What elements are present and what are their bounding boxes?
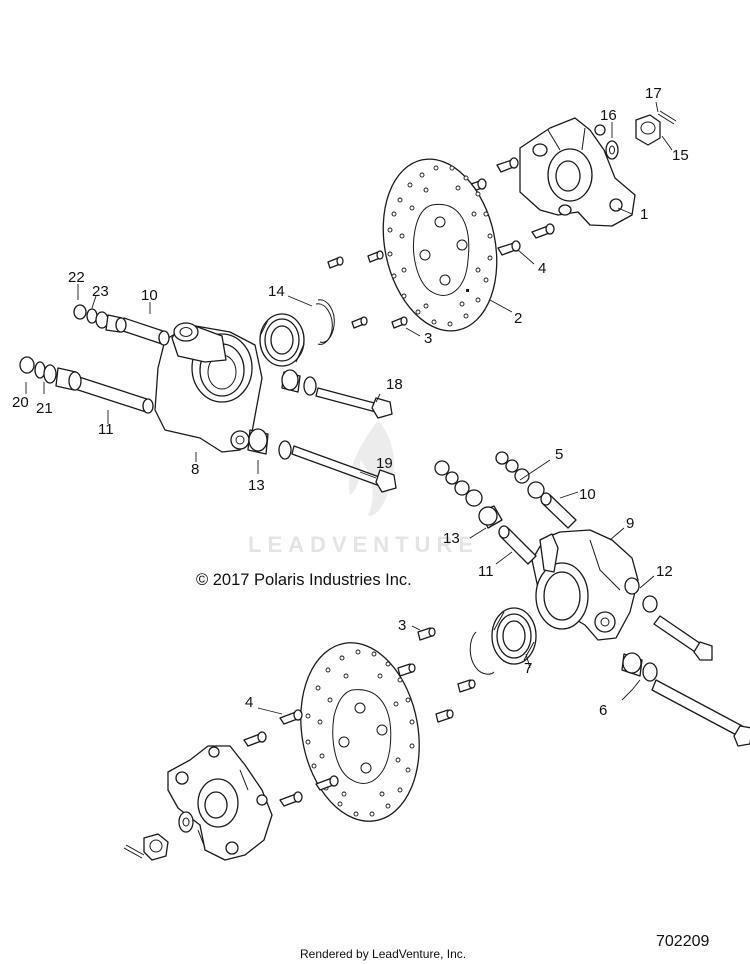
callout-labels: 1 2 3 3 4 4 5 6 7 8 9 10 10 11 11 12 13 … <box>12 85 689 719</box>
callout-11-upper: 11 <box>98 421 114 438</box>
wheel-bearing-lower[interactable] <box>491 607 537 665</box>
callout-3-upper: 3 <box>424 330 432 347</box>
callout-2: 2 <box>514 310 522 327</box>
retaining-ring-upper[interactable] <box>315 299 335 345</box>
copyright-notice: © 2017 Polaris Industries Inc. <box>196 571 412 589</box>
bolt-lower-right-b[interactable] <box>651 679 750 747</box>
callout-15: 15 <box>672 147 689 164</box>
watermark-text: LEADVENTURE <box>248 532 479 557</box>
tube-11-lower[interactable] <box>498 525 537 565</box>
callout-6: 6 <box>599 702 607 719</box>
cotter-pin-lower[interactable] <box>123 844 145 859</box>
callout-19: 19 <box>376 455 393 472</box>
callout-8: 8 <box>191 461 199 478</box>
spacers-upper-front[interactable] <box>73 304 127 333</box>
tube-11-upper[interactable] <box>71 375 154 414</box>
bolt-18[interactable] <box>315 387 393 419</box>
spacers-lower-knuckle[interactable] <box>434 451 545 529</box>
callout-17: 17 <box>645 85 662 102</box>
disc-bolts-lower[interactable] <box>397 627 476 723</box>
bushing-13-upper[interactable] <box>247 428 292 460</box>
wheel-studs-upper[interactable] <box>464 157 555 256</box>
bushing-rear-upper[interactable] <box>281 369 317 396</box>
callout-5: 5 <box>555 446 563 463</box>
castle-nut-lower[interactable] <box>143 833 169 861</box>
callout-21: 21 <box>36 400 53 417</box>
tube-10-lower[interactable] <box>540 492 577 529</box>
rendered-by-footer: Rendered by LeadVenture, Inc. <box>300 947 466 961</box>
knuckle-upper[interactable] <box>154 322 263 453</box>
disc-bolts-upper[interactable] <box>327 250 408 329</box>
callout-1: 1 <box>640 206 648 223</box>
callout-4-upper: 4 <box>538 260 546 277</box>
tube-10-upper[interactable] <box>119 317 170 346</box>
bushings-6[interactable] <box>621 652 658 682</box>
callout-23: 23 <box>92 283 109 300</box>
callout-11-lower: 11 <box>478 563 494 580</box>
wheel-bearing-upper[interactable] <box>259 313 305 367</box>
callout-18: 18 <box>386 376 403 393</box>
callout-20: 20 <box>12 394 29 411</box>
callout-14: 14 <box>268 283 285 300</box>
knuckle-lower[interactable] <box>531 529 639 641</box>
castle-nut-15[interactable] <box>635 114 661 146</box>
leader-lines <box>25 101 673 715</box>
callout-7: 7 <box>524 660 532 677</box>
callout-12: 12 <box>656 563 673 580</box>
callout-13-upper: 13 <box>248 477 265 494</box>
callout-13-lower: 13 <box>443 530 460 547</box>
washer-lower[interactable] <box>178 811 194 833</box>
callout-10-lower: 10 <box>579 486 596 503</box>
callout-4-lower: 4 <box>245 694 253 711</box>
callout-22: 22 <box>68 269 85 286</box>
diagram-id: 702209 <box>656 933 709 950</box>
wheel-hub-lower[interactable] <box>167 745 273 861</box>
spacers-lower-front[interactable] <box>19 356 82 391</box>
wheel-hub-upper[interactable] <box>519 117 636 227</box>
wheel-studs-lower[interactable] <box>243 709 339 807</box>
bolt-lower-right-a[interactable] <box>653 615 713 661</box>
retaining-ring-lower[interactable] <box>469 631 495 675</box>
brake-disc-upper[interactable] <box>368 148 512 341</box>
callout-9: 9 <box>626 515 634 532</box>
callout-10-upper: 10 <box>141 287 158 304</box>
washer-16[interactable] <box>605 140 619 160</box>
bushings-12[interactable] <box>624 577 658 613</box>
brake-disc-lower[interactable] <box>287 633 432 830</box>
bolt-19[interactable] <box>291 445 397 493</box>
callout-3-lower: 3 <box>398 617 406 634</box>
cotter-pin-17[interactable] <box>657 110 677 125</box>
callout-16: 16 <box>600 107 617 124</box>
